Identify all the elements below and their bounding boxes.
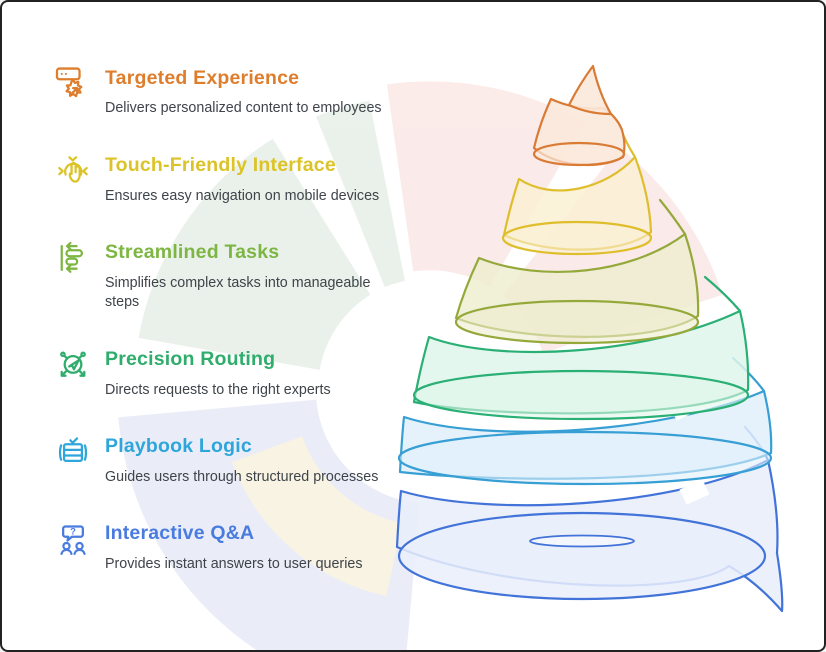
feature-item-playbook-logic: Playbook Logic Guides users through stru…	[54, 432, 400, 487]
feature-item-precision-routing: Precision Routing Directs requests to th…	[54, 345, 400, 400]
feature-title: Targeted Experience	[105, 67, 300, 89]
interactive-qa-icon: ?	[54, 520, 92, 558]
targeted-experience-icon	[54, 65, 92, 103]
spiral-funnel	[395, 64, 784, 613]
feature-description: Simplifies complex tasks into manageable…	[105, 274, 371, 311]
funnel-band-streamlined-tasks	[454, 198, 700, 345]
feature-description: Provides instant answers to user queries	[105, 555, 363, 572]
feature-item-interactive-qa: ? Interactive Q&A Provides instant answe…	[54, 519, 400, 574]
funnel-band-precision-routing	[412, 275, 750, 421]
feature-title: Precision Routing	[105, 348, 276, 371]
precision-routing-icon	[54, 346, 92, 384]
feature-title: Touch-Friendly Interface	[105, 154, 336, 177]
feature-item-targeted-experience: Targeted Experience Delivers personalize…	[54, 64, 400, 119]
feature-description: Ensures easy navigation on mobile device…	[105, 187, 380, 204]
feature-description: Directs requests to the right experts	[105, 381, 331, 398]
feature-description: Guides users through structured processe…	[105, 468, 379, 485]
funnel-bottom-lip	[529, 534, 635, 548]
funnel-band-targeted-experience	[532, 64, 626, 167]
feature-item-touch-friendly: Touch-Friendly Interface Ensures easy na…	[54, 151, 400, 206]
feature-title: Playbook Logic	[105, 435, 252, 458]
streamlined-tasks-icon	[54, 239, 92, 277]
feature-description: Delivers personalized content to employe…	[105, 100, 382, 117]
touch-friendly-icon	[54, 152, 92, 190]
funnel-band-touch-friendly	[501, 124, 653, 256]
funnel-tip	[567, 64, 613, 116]
feature-item-streamlined-tasks: Streamlined Tasks Simplifies complex tas…	[54, 238, 400, 313]
ribbon-gap	[679, 479, 710, 505]
feature-list: Targeted Experience Delivers personalize…	[54, 64, 400, 607]
svg-text:?: ?	[70, 527, 76, 538]
feature-title: Streamlined Tasks	[105, 241, 280, 264]
playbook-logic-icon	[54, 433, 92, 471]
feature-title: Interactive Q&A	[105, 522, 255, 545]
